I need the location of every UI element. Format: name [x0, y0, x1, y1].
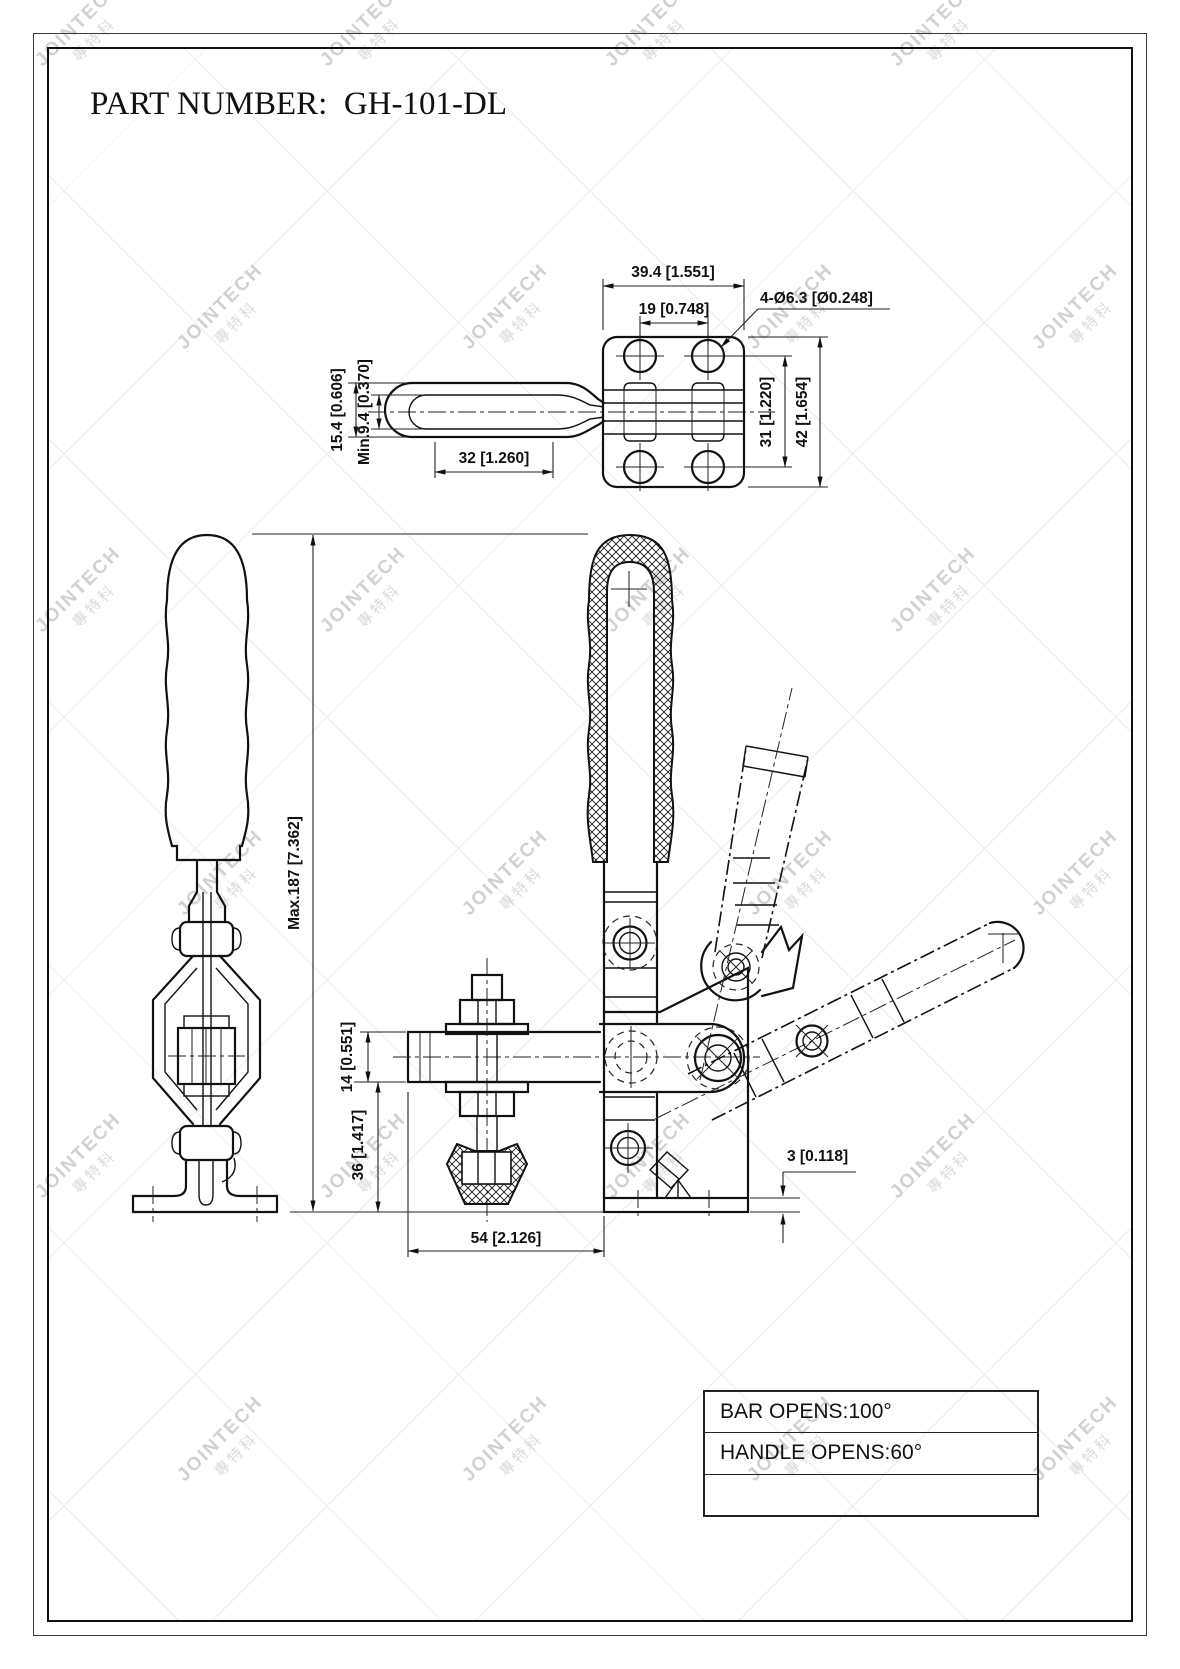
spec-row-handle-opens: HANDLE OPENS:60° — [705, 1433, 1037, 1475]
sheet-border-inner — [47, 47, 1133, 1622]
svg-text:32 [1.260]: 32 [1.260] — [459, 450, 530, 467]
dim-base-length: 42 [1.654] — [748, 336, 828, 488]
dim-bar-slot-width: Min.9.4 [0.370] — [356, 359, 424, 465]
dim-slot-length: 32 [1.260] — [434, 442, 554, 478]
side-link-plates — [151, 954, 262, 1126]
svg-text:4-Ø6.3 [Ø0.248]: 4-Ø6.3 [Ø0.248] — [760, 290, 873, 307]
dimensions: 39.4 [1.551] 19 [0.748] 4-Ø6.3 [Ø0.248] … — [252, 264, 890, 1257]
sheet-border-outer — [33, 33, 1147, 1636]
svg-text:39.4 [1.551]: 39.4 [1.551] — [631, 264, 715, 281]
side-upper-rivet — [171, 920, 242, 958]
spec-row-empty — [705, 1475, 1037, 1515]
svg-text:Min.9.4 [0.370]: Min.9.4 [0.370] — [356, 359, 373, 465]
top-view — [368, 332, 775, 491]
dim-bar-reach: 54 [2.126] — [407, 1092, 605, 1257]
svg-text:3 [0.118]: 3 [0.118] — [787, 1148, 848, 1165]
side-lower-rivet — [171, 1124, 242, 1183]
svg-text:31 [1.220]: 31 [1.220] — [758, 377, 775, 448]
spindle-assembly — [444, 958, 530, 1222]
spec-table: BAR OPENS:100° HANDLE OPENS:60° — [703, 1390, 1039, 1517]
open-bar-phantom — [654, 920, 1025, 1121]
spec-row-bar-opens: BAR OPENS:100° — [705, 1392, 1037, 1434]
svg-text:15.4 [0.606]: 15.4 [0.606] — [329, 368, 346, 452]
svg-text:36 [1.417]: 36 [1.417] — [350, 1110, 367, 1181]
side-view — [131, 533, 279, 1222]
front-clamp-bar — [393, 1030, 760, 1084]
dim-max-height: Max.187 [7.362] — [252, 533, 588, 1212]
front-grip — [586, 533, 675, 863]
page-title: PART NUMBER: GH-101-DL — [90, 86, 507, 122]
svg-text:Max.187 [7.362]: Max.187 [7.362] — [286, 816, 303, 930]
svg-text:19 [0.748]: 19 [0.748] — [639, 301, 710, 318]
side-base-foot — [131, 1158, 279, 1222]
front-view — [393, 533, 1025, 1222]
dim-base-plate-thickness: 3 [0.118] — [750, 1148, 856, 1243]
side-grip — [164, 533, 250, 862]
svg-text:54 [2.126]: 54 [2.126] — [471, 1230, 542, 1247]
dim-mounting-holes: 4-Ø6.3 [Ø0.248] — [720, 290, 890, 348]
dim-spindle-clearance: 36 [1.417] — [290, 1081, 604, 1213]
side-center-block — [168, 1015, 245, 1097]
svg-text:14 [0.551]: 14 [0.551] — [339, 1022, 356, 1093]
clamp-bar-top — [383, 381, 744, 442]
dim-hole-spacing-y: 31 [1.220] — [726, 355, 792, 468]
front-base — [602, 966, 750, 1220]
open-handle-phantom — [699, 687, 809, 1081]
dim-hole-spacing-x: 19 [0.748] — [639, 301, 710, 344]
dim-bar-width: 15.4 [0.606] — [329, 368, 406, 452]
dim-base-width: 39.4 [1.551] — [602, 264, 745, 330]
front-lever-arm — [602, 860, 659, 1200]
svg-text:42 [1.654]: 42 [1.654] — [794, 377, 811, 448]
